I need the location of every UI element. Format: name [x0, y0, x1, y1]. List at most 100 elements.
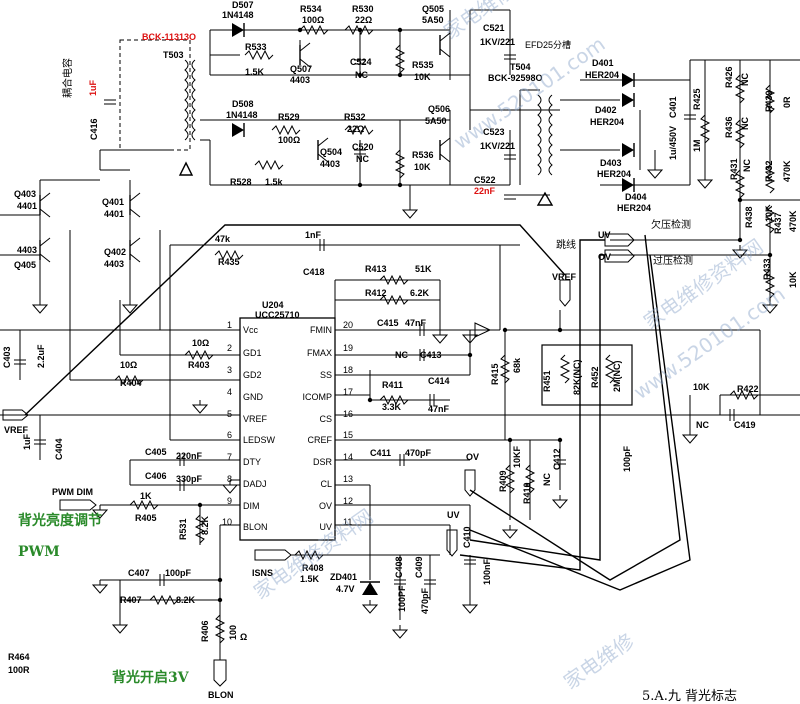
- r436-label: R436: [724, 116, 734, 138]
- r533-label: R533: [245, 42, 267, 52]
- c405-value: 220nF: [176, 451, 203, 461]
- c413-nc: NC: [395, 350, 408, 360]
- bottom-partial-note: 5.A.九 背光标志: [642, 689, 737, 704]
- d402-symbol: [622, 93, 634, 107]
- ground-symbol-9-tri: [501, 529, 519, 539]
- r409-value: 10KF: [512, 445, 522, 468]
- ic-pin-left-gd1: GD1: [243, 348, 262, 358]
- r425-symbol: [699, 114, 711, 144]
- junction-dot-12: [217, 577, 223, 583]
- c401-label: C401: [668, 96, 678, 118]
- r529-value: 100Ω: [278, 135, 300, 145]
- c523-value: 1KV/221: [480, 141, 515, 151]
- r529-symbol: [271, 124, 301, 136]
- r451-symbol: [559, 354, 571, 384]
- vref-left-connector: [2, 409, 29, 421]
- ground-symbol-13-tri: [111, 624, 129, 634]
- vref-left-label: VREF: [4, 425, 29, 435]
- isns-label: ISNS: [252, 568, 273, 578]
- ground-symbol-1-tri: [31, 304, 49, 314]
- ground-symbol-10-tri: [551, 499, 569, 509]
- c407-label: C407: [128, 568, 150, 578]
- ic-pin-right-fmax: FMAX: [307, 348, 332, 358]
- r412-value: 6.2K: [410, 288, 430, 298]
- d508-label: D508: [232, 99, 254, 109]
- r431-label: R431: [729, 158, 739, 180]
- r422-label: R422: [737, 384, 759, 394]
- t503-label: T503: [163, 50, 184, 60]
- wires-ic: [100, 244, 800, 660]
- transistor-c-2: [439, 32, 451, 42]
- pwm-dim-connector: [59, 499, 97, 511]
- r535-symbol: [394, 44, 406, 74]
- ic-pin-right-cs: CS: [319, 414, 332, 424]
- r534-value: 100Ω: [302, 15, 324, 25]
- r439-label: R439: [764, 90, 774, 112]
- t503-coil-b: [191, 59, 196, 141]
- r528-symbol: [254, 159, 284, 171]
- t503-coil-a: [184, 59, 189, 141]
- r413-value: 51K: [415, 264, 432, 274]
- r438-label: R438: [744, 206, 754, 228]
- r435-label: R435: [218, 257, 240, 267]
- r439-value: 0R: [782, 96, 792, 108]
- ground-symbol-17-tri: [221, 484, 239, 494]
- q403-part: 4401: [17, 201, 37, 211]
- ic-pin-num-1: 1: [227, 320, 232, 330]
- transistor-e-6: [129, 208, 141, 218]
- d507-part: 1N4148: [222, 10, 254, 20]
- c521-label: C521: [483, 23, 505, 33]
- r415-value: 68k: [512, 357, 522, 373]
- r407-symbol: [149, 594, 179, 606]
- transistor-e-2: [439, 48, 451, 58]
- ic-pin-left-gnd: GND: [243, 392, 264, 402]
- r408-symbol: [294, 549, 324, 561]
- q402-label: Q402: [104, 247, 126, 257]
- r406-value: 100: [228, 625, 238, 640]
- q405-part: 4403: [17, 245, 37, 255]
- ground-symbol-12-tri: [91, 584, 109, 594]
- r452-symbol: [604, 354, 616, 384]
- r431-symbol: [734, 169, 746, 199]
- r425-label: R425: [692, 88, 702, 110]
- transistor-e-3: [439, 153, 451, 163]
- transistor-c-0: [299, 42, 311, 52]
- r533-value: 1.5K: [245, 67, 265, 77]
- ic-pin-num-3: 3: [227, 365, 232, 375]
- r413-label: R413: [365, 264, 387, 274]
- junction-dot-1: [357, 27, 363, 33]
- c415-label: C415: [377, 318, 399, 328]
- ground-symbol-0-tri: [401, 209, 419, 219]
- ic-pin-num-15: 15: [343, 430, 353, 440]
- ground-symbol-15-tri: [696, 179, 714, 189]
- c406-label: C406: [145, 471, 167, 481]
- ic-pin-num-8: 8: [227, 474, 232, 484]
- r452-value: 2M(NC): [612, 361, 622, 393]
- c418-label: C418: [303, 267, 325, 277]
- ground-symbol-2-tri: [121, 304, 139, 314]
- r533-symbol: [244, 49, 274, 61]
- q504-label: Q504: [320, 147, 342, 157]
- d401-part: HER204: [585, 70, 619, 80]
- r404-label: R404: [120, 378, 142, 388]
- r534-label: R534: [300, 4, 322, 14]
- r435-symbol: [214, 249, 244, 261]
- ov2-connector: [464, 469, 476, 497]
- junction-dot-18: [737, 237, 743, 243]
- ic-pin-right-icomp: ICOMP: [302, 392, 332, 402]
- junction-dot-10: [367, 397, 373, 403]
- r432-value: 470K: [782, 160, 792, 182]
- r534-symbol: [299, 24, 329, 36]
- zd401-value: 4.7V: [336, 584, 355, 594]
- ov-label: OV: [598, 252, 611, 262]
- junction-dot-7: [502, 327, 508, 333]
- d404-symbol: [622, 178, 634, 192]
- r530-value: 22Ω: [355, 15, 372, 25]
- ic-pin-num-11: 11: [343, 517, 352, 527]
- r405-symbol: [129, 499, 159, 511]
- r415-symbol: [499, 354, 511, 384]
- transistor-c-6: [129, 192, 141, 202]
- c522-label: C522: [474, 175, 496, 185]
